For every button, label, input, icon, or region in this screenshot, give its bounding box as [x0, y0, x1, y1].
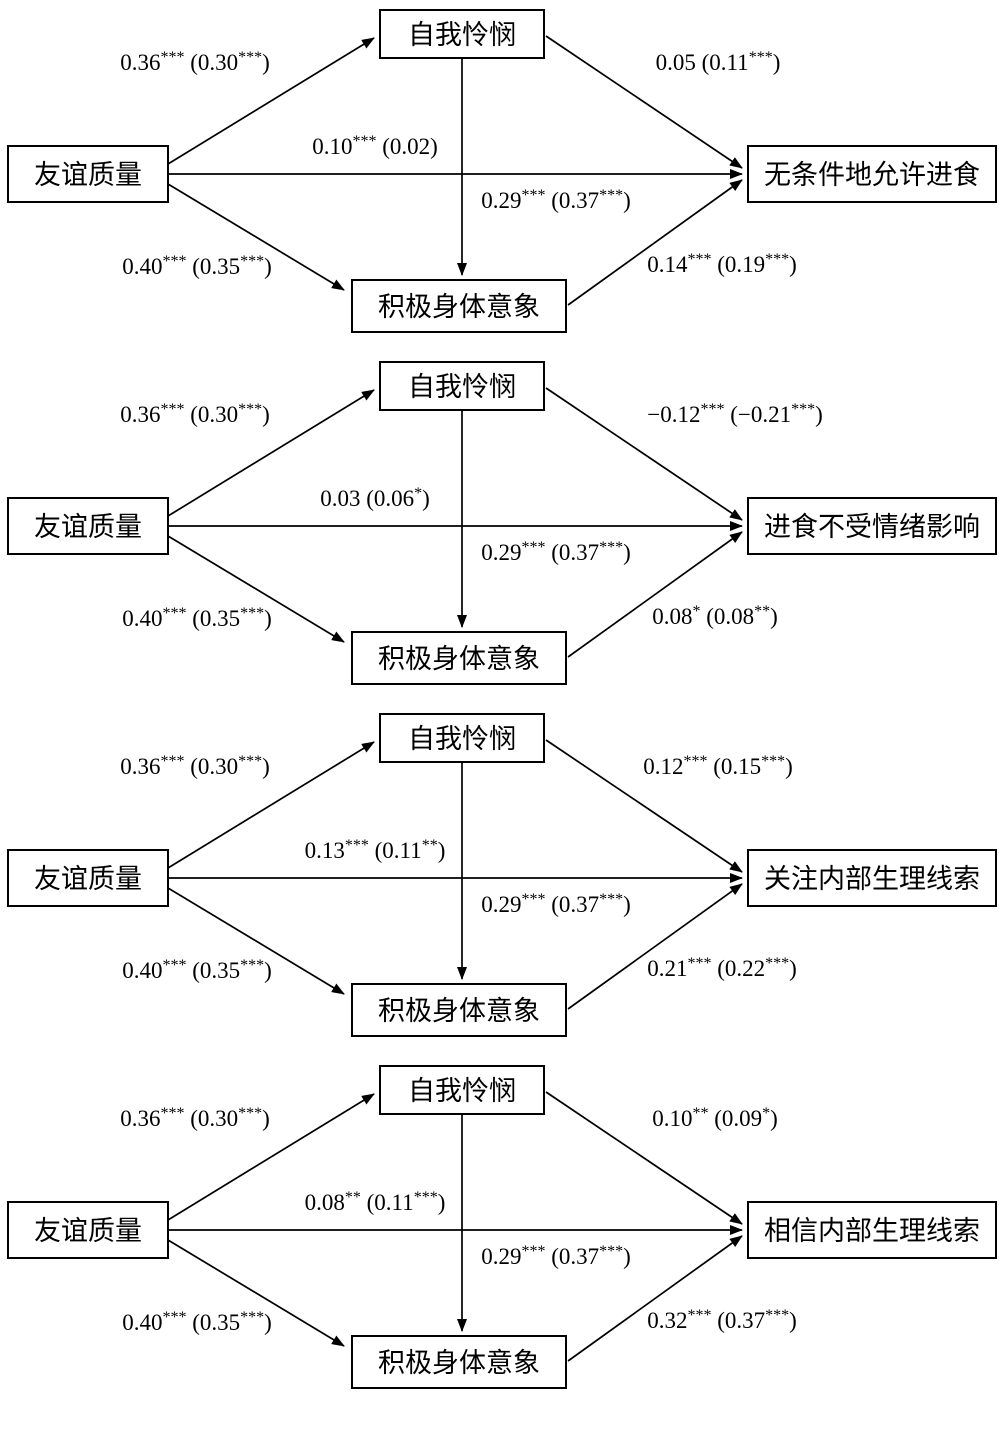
coef-direct-effect: 0.13*** (0.11**)	[305, 837, 446, 863]
coef-mediator-top-to-outcome: 0.05 (0.11***)	[656, 49, 781, 75]
arrow-mediator-top-to-outcome	[545, 387, 743, 521]
arrow-mediator-bottom-to-outcome	[567, 179, 743, 306]
arrow-predictor-to-mediator-bottom	[167, 183, 345, 291]
mediator-bottom-label: 积极身体意象	[378, 292, 540, 322]
predictor-box	[7, 849, 169, 907]
arrow-mediator-top-to-outcome	[545, 739, 743, 873]
mediator-top-box	[379, 361, 545, 411]
predictor-label: 友谊质量	[34, 160, 142, 190]
predictor-label: 友谊质量	[34, 512, 142, 542]
arrow-mediator-top-to-outcome	[545, 1091, 743, 1225]
outcome-box	[747, 849, 997, 907]
coef-predictor-to-mediator-bottom: 0.40*** (0.35***)	[122, 253, 272, 279]
arrow-predictor-to-mediator-bottom	[167, 535, 345, 643]
outcome-box	[747, 145, 997, 203]
mediation-diagram-4: 友谊质量 自我怜悯 积极身体意象 相信内部生理线索 0.36*** (0.30*…	[7, 1065, 997, 1389]
mediation-diagram-2: 友谊质量 自我怜悯 积极身体意象 进食不受情绪影响 0.36*** (0.30*…	[7, 361, 997, 685]
outcome-label: 关注内部生理线索	[764, 864, 980, 894]
coef-predictor-to-mediator-bottom: 0.40*** (0.35***)	[122, 957, 272, 983]
mediation-diagram-1: 友谊质量 自我怜悯 积极身体意象 无条件地允许进食 0.36*** (0.30*…	[7, 9, 997, 333]
predictor-box	[7, 145, 169, 203]
arrow-predictor-to-mediator-top	[167, 37, 375, 165]
coef-mediator-top-to-bottom: 0.29*** (0.37***)	[481, 891, 631, 917]
mediator-top-box	[379, 9, 545, 59]
arrow-predictor-to-mediator-top	[167, 389, 375, 517]
predictor-label: 友谊质量	[34, 1216, 142, 1246]
mediator-top-label: 自我怜悯	[408, 372, 516, 402]
coef-mediator-top-to-outcome: 0.10** (0.09*)	[652, 1105, 778, 1131]
arrow-predictor-to-mediator-top	[167, 741, 375, 869]
mediator-top-box	[379, 713, 545, 763]
arrow-mediator-bottom-to-outcome	[567, 883, 743, 1010]
coef-mediator-top-to-outcome: −0.12*** (−0.21***)	[647, 401, 823, 427]
arrow-mediator-bottom-to-outcome	[567, 1235, 743, 1362]
outcome-box	[747, 497, 997, 555]
coef-predictor-to-mediator-bottom: 0.40*** (0.35***)	[122, 605, 272, 631]
mediator-bottom-box	[351, 631, 567, 685]
outcome-label: 无条件地允许进食	[764, 160, 980, 190]
mediator-top-label: 自我怜悯	[408, 724, 516, 754]
coef-mediator-bottom-to-outcome: 0.08* (0.08**)	[652, 603, 778, 629]
arrow-mediator-top-to-outcome	[545, 35, 743, 169]
outcome-box	[747, 1201, 997, 1259]
coef-predictor-to-mediator-top: 0.36*** (0.30***)	[120, 49, 270, 75]
coef-mediator-bottom-to-outcome: 0.14*** (0.19***)	[647, 251, 797, 277]
coef-predictor-to-mediator-top: 0.36*** (0.30***)	[120, 401, 270, 427]
arrow-predictor-to-mediator-bottom	[167, 887, 345, 995]
mediator-top-label: 自我怜悯	[408, 20, 516, 50]
coef-mediator-bottom-to-outcome: 0.32*** (0.37***)	[647, 1307, 797, 1333]
mediator-bottom-box	[351, 1335, 567, 1389]
predictor-box	[7, 497, 169, 555]
coef-direct-effect: 0.03 (0.06*)	[320, 485, 430, 511]
coef-mediator-top-to-bottom: 0.29*** (0.37***)	[481, 539, 631, 565]
mediator-bottom-box	[351, 279, 567, 333]
mediator-bottom-box	[351, 983, 567, 1037]
mediator-top-label: 自我怜悯	[408, 1076, 516, 1106]
outcome-label: 相信内部生理线索	[764, 1216, 980, 1246]
mediator-bottom-label: 积极身体意象	[378, 996, 540, 1026]
coef-direct-effect: 0.10*** (0.02)	[312, 133, 438, 159]
mediator-bottom-label: 积极身体意象	[378, 1348, 540, 1378]
predictor-label: 友谊质量	[34, 864, 142, 894]
coef-predictor-to-mediator-bottom: 0.40*** (0.35***)	[122, 1309, 272, 1335]
arrow-predictor-to-mediator-top	[167, 1093, 375, 1221]
coef-mediator-top-to-outcome: 0.12*** (0.15***)	[643, 753, 793, 779]
predictor-box	[7, 1201, 169, 1259]
mediation-diagram-3: 友谊质量 自我怜悯 积极身体意象 关注内部生理线索 0.36*** (0.30*…	[7, 713, 997, 1037]
coef-mediator-bottom-to-outcome: 0.21*** (0.22***)	[647, 955, 797, 981]
coef-direct-effect: 0.08** (0.11***)	[305, 1189, 446, 1215]
outcome-label: 进食不受情绪影响	[764, 512, 980, 542]
coef-predictor-to-mediator-top: 0.36*** (0.30***)	[120, 1105, 270, 1131]
mediator-bottom-label: 积极身体意象	[378, 644, 540, 674]
coef-mediator-top-to-bottom: 0.29*** (0.37***)	[481, 187, 631, 213]
arrow-mediator-bottom-to-outcome	[567, 531, 743, 658]
arrow-predictor-to-mediator-bottom	[167, 1239, 345, 1347]
mediator-top-box	[379, 1065, 545, 1115]
coef-mediator-top-to-bottom: 0.29*** (0.37***)	[481, 1243, 631, 1269]
coef-predictor-to-mediator-top: 0.36*** (0.30***)	[120, 753, 270, 779]
